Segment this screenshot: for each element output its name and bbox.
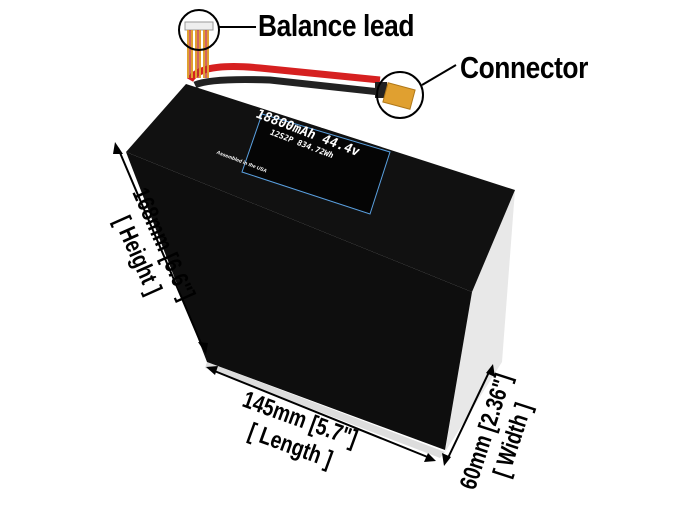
balance-lead-callout: Balance lead: [258, 8, 415, 43]
xt-connector: [375, 82, 416, 110]
length-arrow: [206, 366, 436, 462]
balance-lead-wires: [184, 21, 214, 78]
connector-callout-circle: [376, 71, 424, 119]
connector-callout-line: [421, 64, 457, 86]
height-arrow: [113, 142, 208, 354]
battery-side-face: [445, 190, 515, 452]
width-arrow: [442, 364, 495, 466]
connector-callout: Connector: [460, 50, 588, 85]
balance-lead-callout-circle: [178, 9, 220, 51]
battery-label-border: [241, 113, 391, 215]
battery-bottom-edge: [205, 362, 445, 458]
black-power-wire: [193, 76, 381, 96]
battery-front-face: [126, 152, 472, 450]
